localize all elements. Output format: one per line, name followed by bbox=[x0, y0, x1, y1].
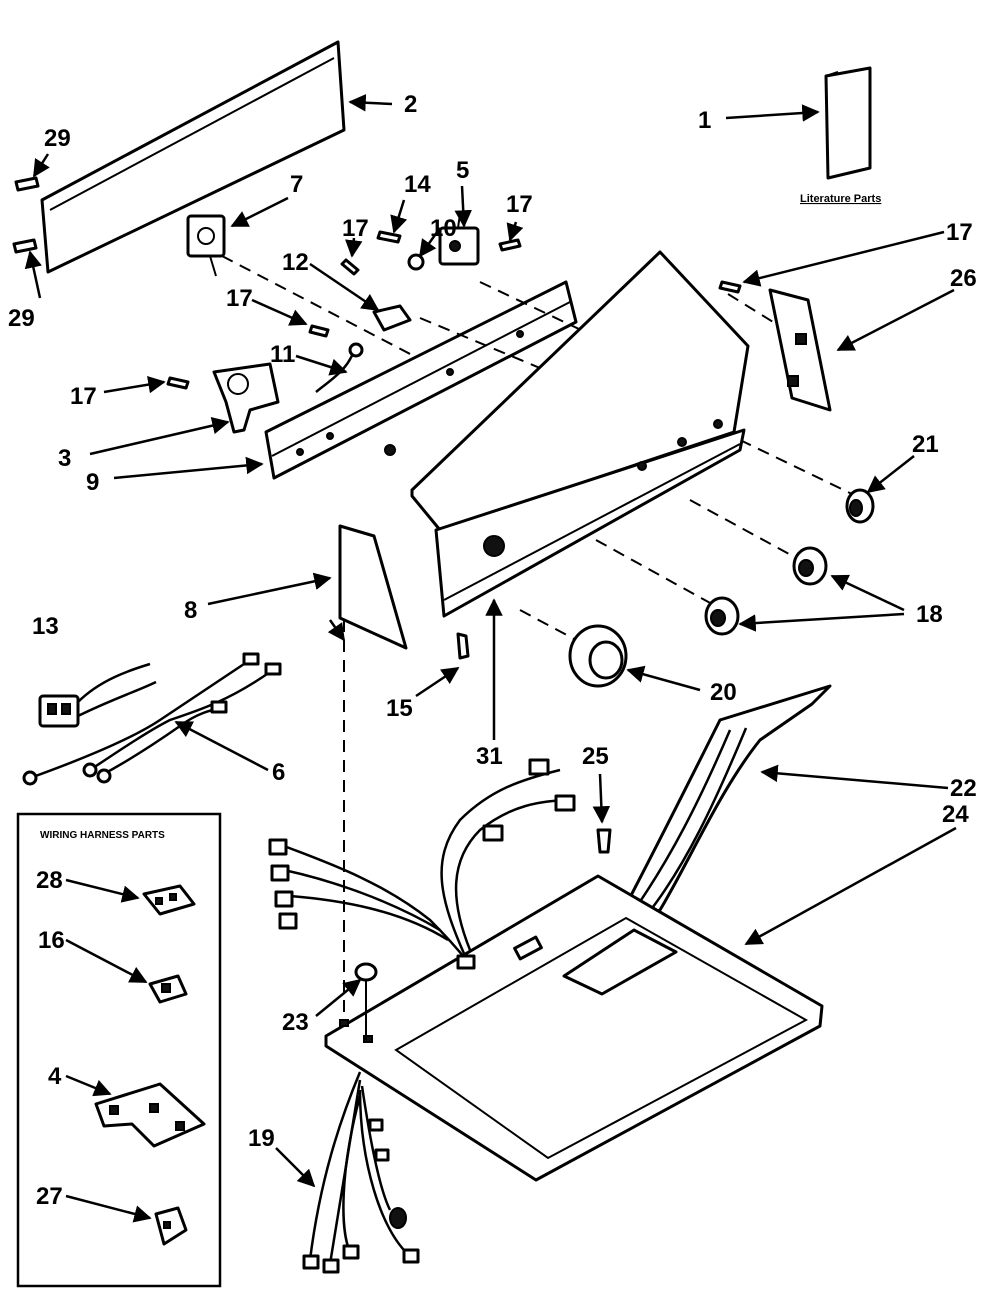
callout-16: 16 bbox=[38, 927, 65, 954]
part-27-connector bbox=[154, 1206, 188, 1246]
part-19-harness bbox=[302, 1071, 420, 1274]
callout-6: 6 bbox=[272, 759, 285, 786]
part-12-bracket bbox=[372, 304, 412, 332]
callout-9: 9 bbox=[86, 469, 99, 496]
callout-17-c: 17 bbox=[946, 219, 973, 246]
callout-8: 8 bbox=[184, 597, 197, 624]
part-4-connector bbox=[94, 1082, 206, 1148]
part-21-knob bbox=[845, 488, 875, 524]
part-28-connector bbox=[142, 884, 196, 916]
part-16-connector bbox=[148, 974, 188, 1004]
callout-10: 10 bbox=[430, 215, 457, 242]
part-18-knob-lower bbox=[704, 596, 740, 636]
callout-17-a: 17 bbox=[342, 215, 369, 242]
callout-5: 5 bbox=[456, 157, 469, 184]
callout-26: 26 bbox=[950, 265, 977, 292]
alignment-lines bbox=[221, 255, 853, 1020]
callout-21: 21 bbox=[912, 431, 939, 458]
callout-labels: 1 2 29 29 7 14 5 10 17 17 17 26 12 17 11… bbox=[8, 91, 977, 1210]
part-10-knob bbox=[407, 253, 425, 271]
part-14-screw bbox=[376, 230, 402, 244]
part-22-harness bbox=[614, 684, 832, 926]
rear-panel-part bbox=[40, 40, 346, 274]
callout-1: 1 bbox=[698, 107, 711, 134]
callout-25: 25 bbox=[582, 743, 609, 770]
callout-23: 23 bbox=[282, 1009, 309, 1036]
callout-27: 27 bbox=[36, 1183, 63, 1210]
callout-29-top: 29 bbox=[44, 125, 71, 152]
part-17-screw-d bbox=[166, 376, 190, 390]
console-top-panel bbox=[410, 250, 750, 618]
part-7-switch bbox=[186, 214, 226, 277]
callout-18: 18 bbox=[916, 601, 943, 628]
callout-2: 2 bbox=[404, 91, 417, 118]
callout-24: 24 bbox=[942, 801, 969, 828]
callout-17-e: 17 bbox=[70, 383, 97, 410]
callout-4: 4 bbox=[48, 1063, 62, 1090]
callout-11: 11 bbox=[270, 341, 295, 368]
callout-12: 12 bbox=[282, 249, 309, 276]
callout-14: 14 bbox=[404, 171, 431, 198]
part-23-clip bbox=[354, 962, 378, 1040]
part-17-screw-e bbox=[718, 280, 742, 294]
part-8-end-cap bbox=[338, 524, 408, 650]
callout-29-bottom: 29 bbox=[8, 305, 35, 332]
part-17-screw-b bbox=[498, 238, 522, 252]
part-20-knob bbox=[568, 624, 628, 688]
callout-7: 7 bbox=[290, 171, 303, 198]
callout-17-d: 17 bbox=[226, 285, 253, 312]
literature-parts-caption: Literature Parts bbox=[800, 193, 881, 205]
wiring-harness-parts-box: WIRING HARNESS PARTS bbox=[16, 812, 222, 1288]
part-13-connector bbox=[38, 662, 157, 728]
part-5-timer bbox=[438, 213, 480, 266]
part-25-screw bbox=[596, 828, 612, 854]
callout-15: 15 bbox=[386, 695, 413, 722]
callout-3: 3 bbox=[58, 445, 71, 472]
callout-13: 13 bbox=[32, 613, 59, 640]
leader-arrows bbox=[24, 94, 957, 1223]
part-18-knob-upper bbox=[792, 546, 828, 586]
part-17-screw-a bbox=[340, 258, 360, 276]
part-26-end-cap bbox=[768, 288, 832, 412]
part-17-screw-c bbox=[308, 324, 330, 338]
callout-22: 22 bbox=[950, 775, 977, 802]
part-24-top-panel bbox=[324, 874, 824, 1182]
part-15-screw bbox=[456, 632, 470, 660]
top-harness-wires bbox=[268, 758, 576, 970]
screw-29-top bbox=[14, 176, 40, 192]
literature-part bbox=[824, 66, 872, 180]
callout-28: 28 bbox=[36, 867, 63, 894]
callout-17-b: 17 bbox=[506, 191, 533, 218]
callout-20: 20 bbox=[710, 679, 737, 706]
part-3-switch bbox=[212, 362, 280, 434]
wiring-box-title: WIRING HARNESS PARTS bbox=[40, 830, 165, 841]
part-11-element bbox=[315, 342, 364, 393]
screw-29-bottom bbox=[12, 238, 38, 254]
callout-31: 31 bbox=[476, 743, 503, 770]
callout-19: 19 bbox=[248, 1125, 275, 1152]
part-9-control-panel bbox=[264, 280, 578, 480]
